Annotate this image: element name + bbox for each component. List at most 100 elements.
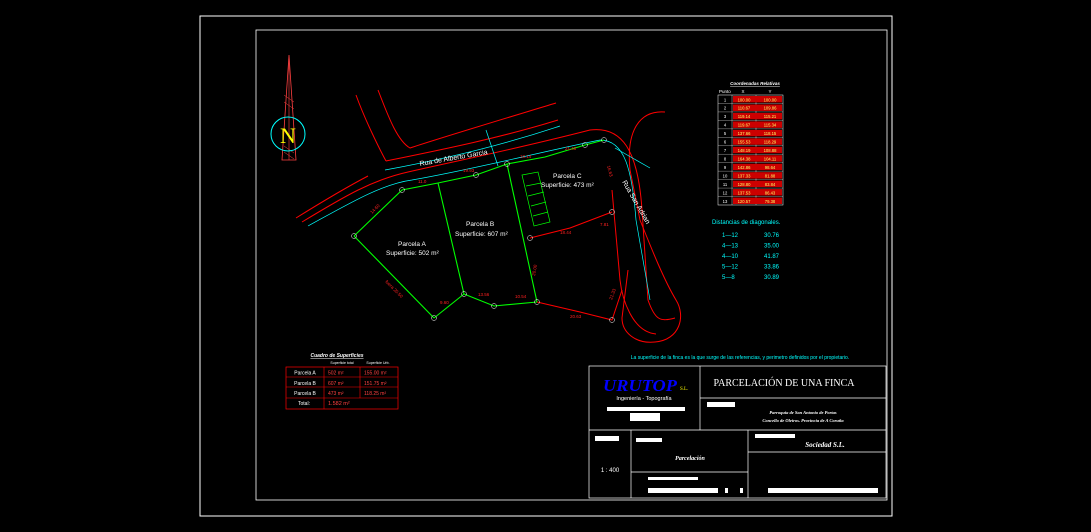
area-row-total: 502 m² bbox=[328, 371, 344, 377]
svg-text:18.44: 18.44 bbox=[560, 230, 572, 235]
coord-x: 155.53 bbox=[738, 140, 751, 145]
coord-x: 110.67 bbox=[738, 106, 751, 111]
svg-text:16.63: 16.63 bbox=[606, 165, 614, 178]
coord-x: 120.57 bbox=[738, 199, 751, 204]
diagonal-pair: 1—12 bbox=[722, 233, 739, 239]
coord-point: 5 bbox=[724, 131, 727, 136]
coord-point: 11 bbox=[723, 182, 728, 187]
coord-row-fill bbox=[733, 189, 782, 196]
svg-text:13.56: 13.56 bbox=[478, 292, 490, 297]
area-row-name: Parcela B bbox=[294, 391, 316, 397]
coord-x: 137.66 bbox=[738, 131, 751, 136]
svg-text:20.00: 20.00 bbox=[531, 264, 538, 276]
coord-y: 118.15 bbox=[764, 131, 777, 136]
area-row-total: 607 m² bbox=[328, 381, 344, 387]
coord-point: 1 bbox=[724, 97, 727, 102]
diagonal-value: 33.86 bbox=[764, 265, 780, 271]
coord-y: 115.34 bbox=[764, 123, 777, 128]
coord-x: 119.67 bbox=[738, 123, 751, 128]
outer-frame bbox=[199, 15, 893, 517]
area-row-name: Parcela A bbox=[294, 371, 316, 377]
title-block bbox=[588, 365, 887, 499]
coordinates-header-x: X bbox=[741, 89, 744, 94]
areas-header-total: Superficie total bbox=[330, 361, 353, 365]
plan-name: Parcelación bbox=[675, 456, 705, 462]
diagonal-pair: 4—10 bbox=[722, 254, 739, 260]
coord-y: 79.38 bbox=[765, 199, 776, 204]
coord-x: 137.33 bbox=[738, 173, 751, 178]
diagonal-pair: 5—12 bbox=[722, 265, 739, 271]
coord-row-fill bbox=[733, 121, 782, 128]
coord-x: 100.00 bbox=[738, 97, 751, 102]
coord-y: 109.86 bbox=[764, 106, 777, 111]
coord-x: 128.80 bbox=[738, 182, 751, 187]
coord-y: 115.21 bbox=[764, 114, 777, 119]
diagonal-value: 35.00 bbox=[764, 244, 780, 250]
parcel-b-name: Parcela B bbox=[466, 221, 494, 228]
parcel-boundaries bbox=[353, 139, 605, 319]
parcel-c-area: Superficie: 473 m² bbox=[541, 182, 595, 189]
diagonal-pair: 5—8 bbox=[722, 275, 735, 281]
location-line-1: Parroquia de San Antonio de Portas bbox=[769, 410, 836, 415]
coord-row-fill bbox=[733, 146, 782, 154]
area-row-urb: 151.75 m² bbox=[364, 381, 387, 387]
street-edges bbox=[295, 89, 682, 343]
coord-row-fill bbox=[733, 172, 782, 179]
area-row-urb: 118.25 m² bbox=[364, 391, 386, 397]
parcel-b-area: Superficie: 607 m² bbox=[455, 231, 509, 238]
coord-point: 12 bbox=[723, 190, 728, 195]
areas-total-value: 1.582 m² bbox=[328, 401, 350, 407]
company-logo: URUTOP bbox=[603, 376, 678, 395]
coord-x: 137.53 bbox=[738, 190, 751, 195]
company-logo-suffix: S.L. bbox=[680, 387, 688, 392]
svg-text:18.14: 18.14 bbox=[520, 154, 532, 159]
parcel-a-area: Superficie: 502 m² bbox=[386, 250, 440, 257]
survey-points bbox=[351, 137, 615, 323]
coord-row-fill bbox=[733, 104, 782, 111]
area-row-urb: 155.00 m² bbox=[364, 371, 387, 377]
north-arrow-icon: N bbox=[270, 54, 306, 161]
coord-y: 83.84 bbox=[765, 182, 776, 187]
coord-x: 164.38 bbox=[738, 156, 751, 161]
coordinates-header-punto: Punto bbox=[719, 89, 731, 94]
svg-text:9.60: 9.60 bbox=[440, 300, 449, 305]
street-axes bbox=[307, 125, 651, 301]
coord-point: 3 bbox=[724, 114, 727, 119]
diagonal-value: 30.76 bbox=[764, 233, 780, 239]
area-row-name: Parcela B bbox=[294, 381, 316, 387]
areas-total-label: Total: bbox=[298, 401, 310, 407]
coord-y: 100.00 bbox=[764, 97, 777, 102]
svg-text:21.48: 21.48 bbox=[565, 146, 577, 151]
coord-x: 119.14 bbox=[738, 114, 751, 119]
coord-row-fill bbox=[733, 138, 782, 145]
svg-text:fuera 20.50: fuera 20.50 bbox=[384, 279, 404, 299]
coord-point: 13 bbox=[723, 199, 728, 204]
coord-point: 10 bbox=[723, 173, 728, 178]
svg-text:19.93: 19.93 bbox=[463, 168, 475, 173]
coord-x: 148.19 bbox=[738, 148, 751, 153]
coord-y: 118.29 bbox=[764, 140, 777, 145]
coord-y: 81.88 bbox=[765, 173, 776, 178]
coord-point: 9 bbox=[724, 165, 727, 170]
coordinates-header-y: Y bbox=[768, 89, 771, 94]
svg-text:10.54: 10.54 bbox=[515, 294, 527, 299]
svg-text:11.0: 11.0 bbox=[418, 179, 427, 184]
coord-point: 2 bbox=[724, 106, 727, 111]
plan-scale: 1 : 400 bbox=[601, 468, 620, 474]
parcel-c-boundary bbox=[529, 211, 623, 321]
areas-title: Cuadro de Superficies bbox=[310, 353, 363, 359]
coord-y: 108.88 bbox=[764, 148, 777, 153]
company-subtitle: Ingeniería - Topografía bbox=[616, 396, 672, 402]
client-name: Sociedad S.L. bbox=[805, 441, 845, 449]
coord-point: 7 bbox=[724, 148, 727, 153]
coord-x: 142.86 bbox=[738, 165, 751, 170]
coord-row-fill bbox=[733, 197, 782, 204]
inner-frame bbox=[255, 29, 888, 501]
coord-y: 98.64 bbox=[765, 165, 776, 170]
areas-header-urb: Superficie Urb. bbox=[366, 361, 389, 365]
coord-point: 8 bbox=[724, 156, 727, 161]
areas-table: Cuadro de Superficies Superficie total S… bbox=[285, 353, 399, 410]
